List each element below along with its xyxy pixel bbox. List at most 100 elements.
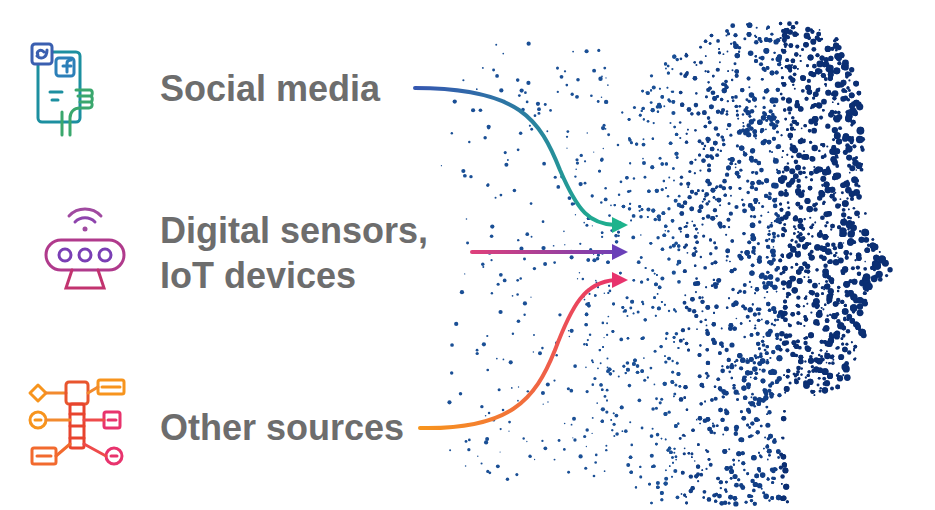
face-particle (618, 375, 620, 377)
face-particle (706, 450, 709, 453)
face-particle (660, 95, 664, 99)
face-particle (683, 385, 687, 389)
face-particle (714, 246, 718, 250)
face-particle (844, 250, 849, 255)
face-particle (773, 324, 775, 326)
face-particle (751, 455, 756, 460)
face-particle (656, 485, 660, 489)
face-particle (667, 357, 671, 361)
face-particle (702, 297, 704, 299)
face-particle (741, 451, 745, 455)
face-particle (820, 349, 822, 351)
face-particle (829, 187, 835, 193)
face-particle (841, 191, 844, 194)
face-particle (673, 469, 677, 473)
face-particle (750, 149, 755, 154)
face-particle (710, 216, 715, 221)
face-particle (842, 213, 846, 217)
face-particle (750, 333, 754, 337)
face-particle (600, 159, 603, 162)
face-particle (811, 104, 815, 108)
face-particle (664, 477, 668, 481)
face-particle (711, 285, 713, 287)
face-particle (749, 270, 754, 275)
face-particle (707, 163, 711, 167)
face-particle (789, 138, 791, 140)
face-particle (815, 268, 818, 271)
face-particle (694, 314, 698, 318)
face-particle (726, 128, 728, 130)
face-particle (600, 158, 603, 161)
face-particle (757, 312, 760, 315)
face-particle (815, 36, 820, 41)
face-particle (697, 209, 701, 213)
face-particle (687, 129, 689, 131)
face-particle (719, 480, 723, 484)
face-particle (821, 286, 824, 289)
face-particle (848, 89, 851, 92)
face-particle (760, 128, 764, 132)
face-particle (675, 455, 678, 458)
face-particle (772, 477, 775, 480)
face-particle (711, 90, 716, 95)
face-particle (667, 71, 670, 74)
face-particle (621, 112, 623, 114)
face-particle (742, 378, 747, 383)
face-particle (824, 283, 830, 289)
face-particle (635, 142, 638, 145)
face-particle (644, 176, 647, 179)
face-particle (613, 412, 615, 414)
face-particle (782, 171, 785, 174)
face-particle (845, 71, 850, 76)
face-particle (778, 258, 782, 262)
face-particle (702, 201, 704, 203)
face-particle (737, 292, 739, 294)
face-particle (801, 48, 804, 51)
face-particle (753, 215, 756, 218)
face-particle (754, 187, 758, 191)
face-particle (694, 192, 698, 196)
face-particle (793, 232, 795, 234)
face-particle (757, 258, 759, 260)
face-particle (609, 372, 612, 375)
face-particle (786, 369, 790, 373)
face-particle (799, 55, 801, 57)
face-particle (663, 105, 665, 107)
face-particle (753, 361, 756, 364)
face-particle (833, 359, 835, 361)
face-particle (658, 286, 662, 290)
face-particle (691, 456, 693, 458)
face-particle (699, 402, 702, 405)
face-particle (864, 212, 866, 214)
face-particle (838, 302, 840, 304)
face-particle (683, 452, 686, 455)
face-particle (781, 233, 785, 237)
face-particle (759, 368, 761, 370)
face-particle (749, 126, 753, 130)
face-particle (699, 344, 701, 346)
face-particle (799, 266, 804, 271)
face-particle (796, 184, 801, 189)
face-particle (705, 331, 709, 335)
face-particle (771, 58, 773, 60)
face-particle (781, 49, 786, 54)
face-particle (693, 282, 698, 287)
face-particle (777, 314, 781, 318)
face-particle (795, 122, 799, 126)
face-particle (729, 261, 731, 263)
face-particle (816, 304, 820, 308)
face-particle (765, 320, 769, 324)
face-particle (850, 124, 853, 127)
face-particle (772, 258, 776, 262)
face-particle (582, 278, 585, 281)
face-particle (617, 231, 620, 234)
face-particle (816, 311, 823, 318)
face-particle (743, 469, 746, 472)
face-particle (763, 106, 766, 109)
face-particle (651, 209, 655, 213)
face-particle (710, 147, 715, 152)
face-particle (674, 383, 677, 386)
face-particle (784, 189, 787, 192)
face-particle (773, 310, 777, 314)
face-particle (710, 430, 714, 434)
